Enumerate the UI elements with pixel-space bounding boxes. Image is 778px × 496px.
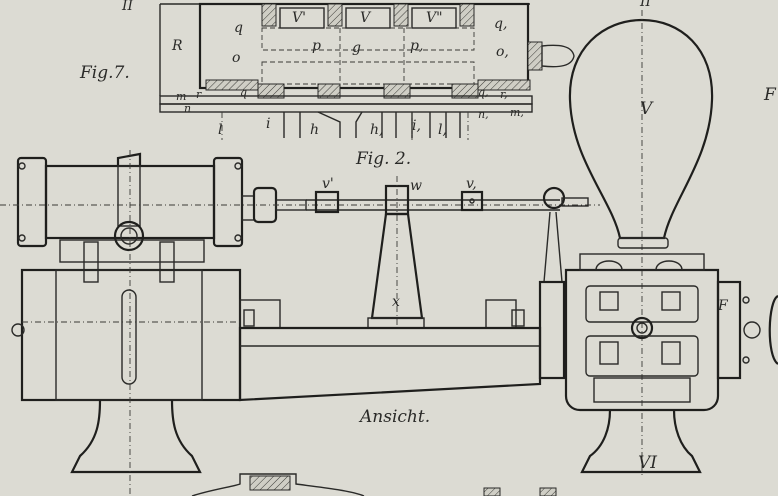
label-x: x: [392, 294, 400, 310]
label-o: o: [232, 50, 240, 66]
steam-cylinder: [11, 150, 244, 496]
label-v1: v,: [466, 176, 477, 192]
label-vessel-V: V: [640, 99, 654, 119]
label-l: l: [218, 122, 222, 138]
label-F: F: [717, 298, 729, 314]
label-i1: i,: [412, 118, 421, 134]
fig-right-partial: F: [763, 85, 777, 105]
label-q1: q,: [494, 16, 507, 32]
label-V1: V': [292, 10, 306, 26]
label-l1: l,: [438, 122, 447, 138]
label-section-VI: VI: [638, 453, 657, 473]
label-h1: h,: [370, 122, 383, 138]
bottom-partial-parts: [191, 473, 557, 496]
label-w: w: [410, 178, 422, 194]
label-q1-bottom: q,: [478, 86, 489, 99]
label-p: p: [312, 38, 321, 54]
label-R: R: [171, 38, 183, 54]
label-m1: m,: [510, 106, 524, 119]
piston-rod-assembly: [0, 176, 600, 330]
label-q-bottom: q: [240, 86, 247, 99]
label-i: i: [266, 116, 270, 132]
label-n1: n,: [478, 108, 489, 121]
rod-labels: v' w v, x F: [322, 176, 729, 314]
fig7-labels: II II Fig.7. R q o p g p, q, o, V' V V" …: [79, 0, 652, 138]
label-n: n: [184, 102, 191, 115]
label-v-prime: v': [322, 176, 334, 192]
label-p1: p,: [410, 38, 423, 54]
label-m: m: [176, 90, 186, 103]
ansicht-caption: Ansicht.: [358, 407, 430, 427]
pump-bed: [238, 299, 542, 402]
label-g: g: [352, 40, 361, 56]
label-r1: r,: [500, 88, 508, 101]
label-h: h: [310, 122, 319, 138]
label-o1: o,: [496, 44, 509, 60]
fig7-cylinder-section: [159, 2, 575, 140]
label-r: r: [196, 88, 202, 101]
air-vessel: V F: [568, 10, 777, 478]
label-V: V: [360, 10, 372, 26]
fig7-caption: Fig.7.: [79, 63, 130, 83]
section-mark-top-left: II: [121, 0, 134, 14]
fig2-caption: Fig. 2.: [355, 149, 411, 169]
valve-chest: VI: [538, 253, 778, 474]
label-V2: V": [426, 10, 443, 26]
section-mark-top-right: II: [639, 0, 652, 10]
label-q: q: [234, 20, 243, 36]
